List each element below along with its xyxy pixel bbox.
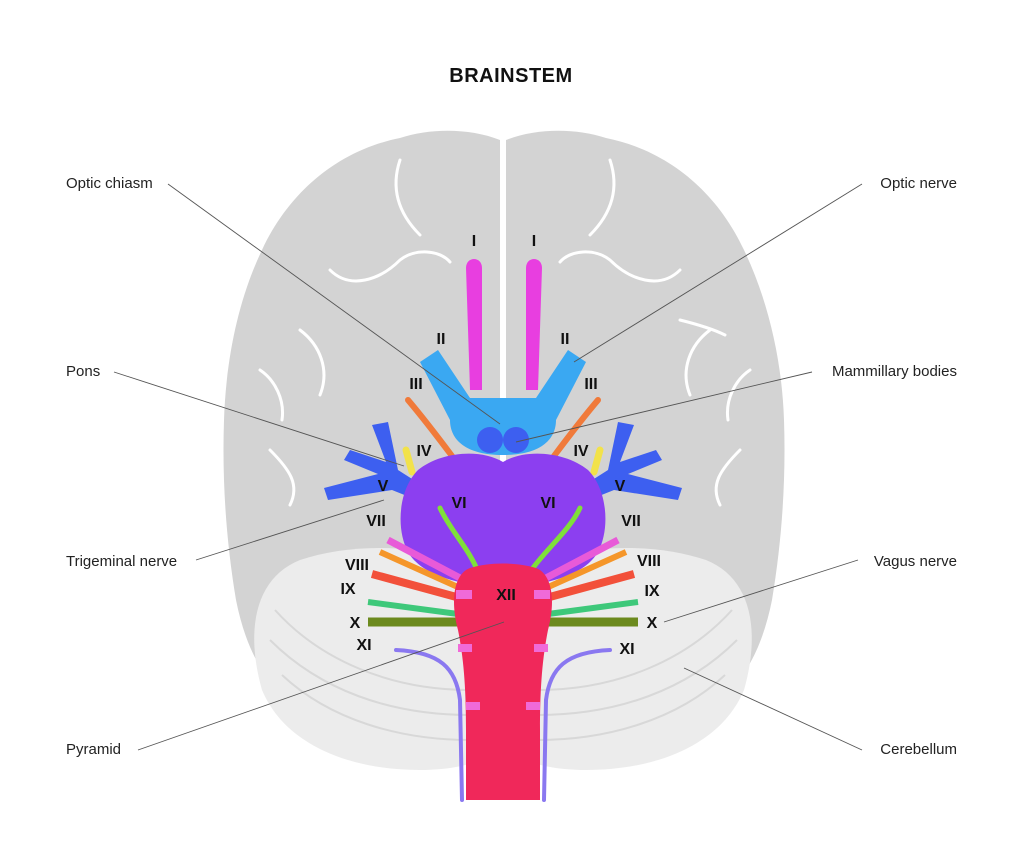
accessory-nerves [394, 648, 612, 802]
trigeminal-nerve-right [586, 422, 682, 500]
leader-optic-nerve [573, 183, 863, 363]
numeral-III-left: III [409, 376, 422, 393]
numeral-IV-left: IV [416, 443, 431, 460]
hypoglossal-roots [456, 590, 550, 710]
numeral-IV-right: IV [573, 443, 588, 460]
numeral-IX-right: IX [644, 583, 659, 600]
diagram-title: BRAINSTEM [449, 65, 572, 87]
optic-chiasm-shape [420, 350, 586, 455]
leader-lines [113, 183, 863, 751]
numeral-II-right: II [561, 331, 570, 348]
cerebellum [254, 548, 752, 770]
numeral-II-left: II [437, 331, 446, 348]
trigeminal-nerve-left [324, 422, 420, 500]
numeral-VII-left: VII [366, 513, 386, 530]
numeral-V-right: V [615, 478, 626, 495]
trigeminal-nerves [324, 422, 682, 500]
numeral-XI-right: XI [619, 641, 634, 658]
abducens-nerves [437, 505, 583, 575]
leader-optic-chiasm [167, 183, 501, 425]
olfactory-nerve-left [466, 259, 482, 390]
lower-nerves-left [367, 536, 462, 627]
olfactory-nerve-right [526, 259, 542, 390]
numeral-IX-left: IX [340, 581, 355, 598]
leader-mammillary-bodies [515, 371, 813, 443]
olfactory-nerves [466, 259, 542, 390]
nerve-numerals: I I II II III III IV IV V V VI VI VII VI… [340, 233, 661, 658]
leader-trigeminal-nerve [195, 499, 385, 561]
leader-pons [113, 371, 405, 467]
numeral-III-right: III [584, 376, 597, 393]
numeral-X-right: X [647, 615, 658, 632]
numeral-XI-left: XI [356, 637, 371, 654]
cerebellum-folia [269, 609, 738, 741]
numeral-VI-right: VI [540, 495, 555, 512]
label-pons: Pons [66, 363, 100, 380]
leader-pyramid [137, 621, 505, 751]
label-optic-chiasm: Optic chiasm [66, 175, 153, 192]
label-trigeminal-nerve: Trigeminal nerve [66, 553, 177, 570]
label-optic-nerve: Optic nerve [880, 175, 957, 192]
label-cerebellum: Cerebellum [880, 741, 957, 758]
mammillary-bodies-shape [477, 427, 529, 453]
numeral-VII-right: VII [621, 513, 641, 530]
pons-shape [400, 453, 606, 588]
cerebrum [223, 130, 785, 691]
numeral-VI-left: VI [451, 495, 466, 512]
numeral-VIII-left: VIII [345, 557, 369, 574]
lower-nerves-right [544, 536, 639, 627]
label-vagus-nerve: Vagus nerve [874, 553, 957, 570]
label-pyramid: Pyramid [66, 741, 121, 758]
trochlear-nerves [402, 446, 604, 476]
numeral-I-left: I [472, 233, 476, 250]
numeral-VIII-right: VIII [637, 553, 661, 570]
numeral-XII: XII [496, 587, 516, 604]
numeral-I-right: I [532, 233, 536, 250]
leader-cerebellum [683, 667, 863, 751]
label-mammillary-bodies: Mammillary bodies [832, 363, 957, 380]
numeral-X-left: X [350, 615, 361, 632]
medulla-shape [454, 563, 552, 800]
numeral-V-left: V [378, 478, 389, 495]
leader-vagus-nerve [663, 559, 859, 623]
oculomotor-nerves [405, 397, 601, 459]
